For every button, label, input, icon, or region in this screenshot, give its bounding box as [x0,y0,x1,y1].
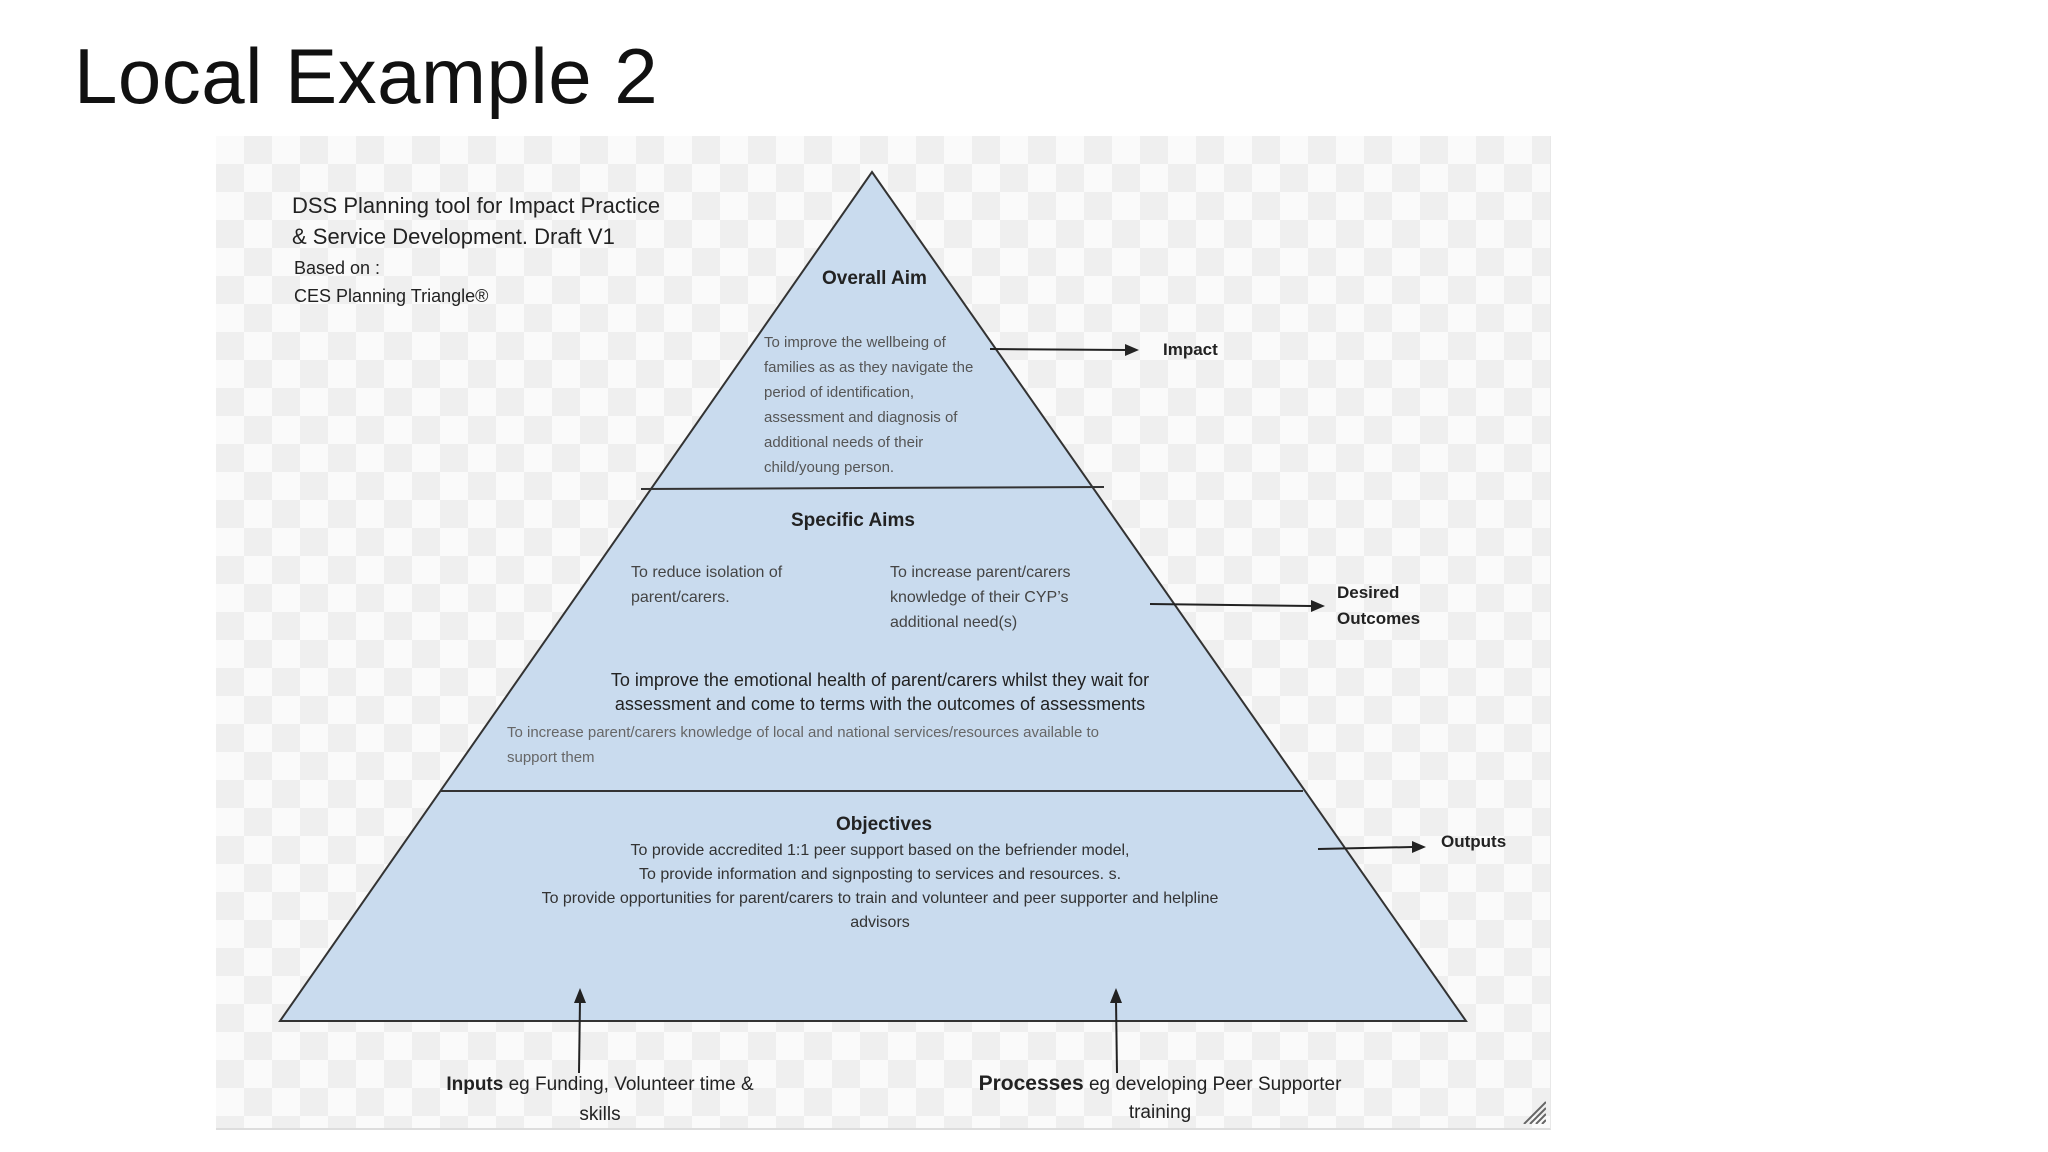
tool-title: DSS Planning tool for Impact Practice & … [292,190,660,252]
slide-title: Local Example 2 [74,32,659,120]
arrow-impact-line [989,348,1127,351]
arrow-processes-line [1115,999,1118,1074]
impact-label: Impact [1163,340,1218,359]
divider-aim [640,486,1105,490]
arrow-outputs-head [1412,841,1426,853]
desired-outcomes-label: Desired Outcomes [1337,583,1421,628]
objectives-text: To provide accredited 1:1 peer support b… [541,842,1219,931]
processes-label: Processes eg developing Peer Supporter t… [978,1072,1342,1123]
triangle-shape [278,170,1468,1022]
resize-grip-icon[interactable] [1520,1098,1546,1124]
tool-source: Based on : CES Planning Triangle® [294,254,488,310]
aim-main-text: To improve the emotional health of paren… [610,670,1150,714]
aim-left-text: To reduce isolation of parent/carers. [631,564,783,606]
inputs-label: Inputs eg Funding, Volunteer time & skil… [446,1074,754,1125]
tool-title-line2: & Service Development. Draft V1 [292,224,615,249]
arrow-outcomes-head [1311,600,1325,612]
specific-aims-heading: Specific Aims [791,510,915,531]
based-on-label: Based on : [294,258,381,278]
arrow-outcomes-line [1149,603,1312,607]
aim-right-text: To increase parent/carers knowledge of t… [890,564,1071,631]
arrow-inputs-head [574,988,586,1003]
overall-aim-text: To improve the wellbeing of families as … [764,334,974,476]
objectives-heading: Objectives [835,814,933,835]
overall-aim-heading: Overall Aim [822,268,927,289]
arrow-inputs-line [578,999,581,1074]
tool-title-line1: DSS Planning tool for Impact Practice [292,193,661,218]
arrow-processes-head [1110,988,1122,1003]
aim-extra-text: To increase parent/carers knowledge of l… [507,724,1099,766]
outputs-label: Outputs [1441,832,1507,851]
arrow-impact-head [1125,344,1139,356]
arrow-outputs-line [1317,846,1413,850]
source-label: CES Planning Triangle® [294,286,489,306]
